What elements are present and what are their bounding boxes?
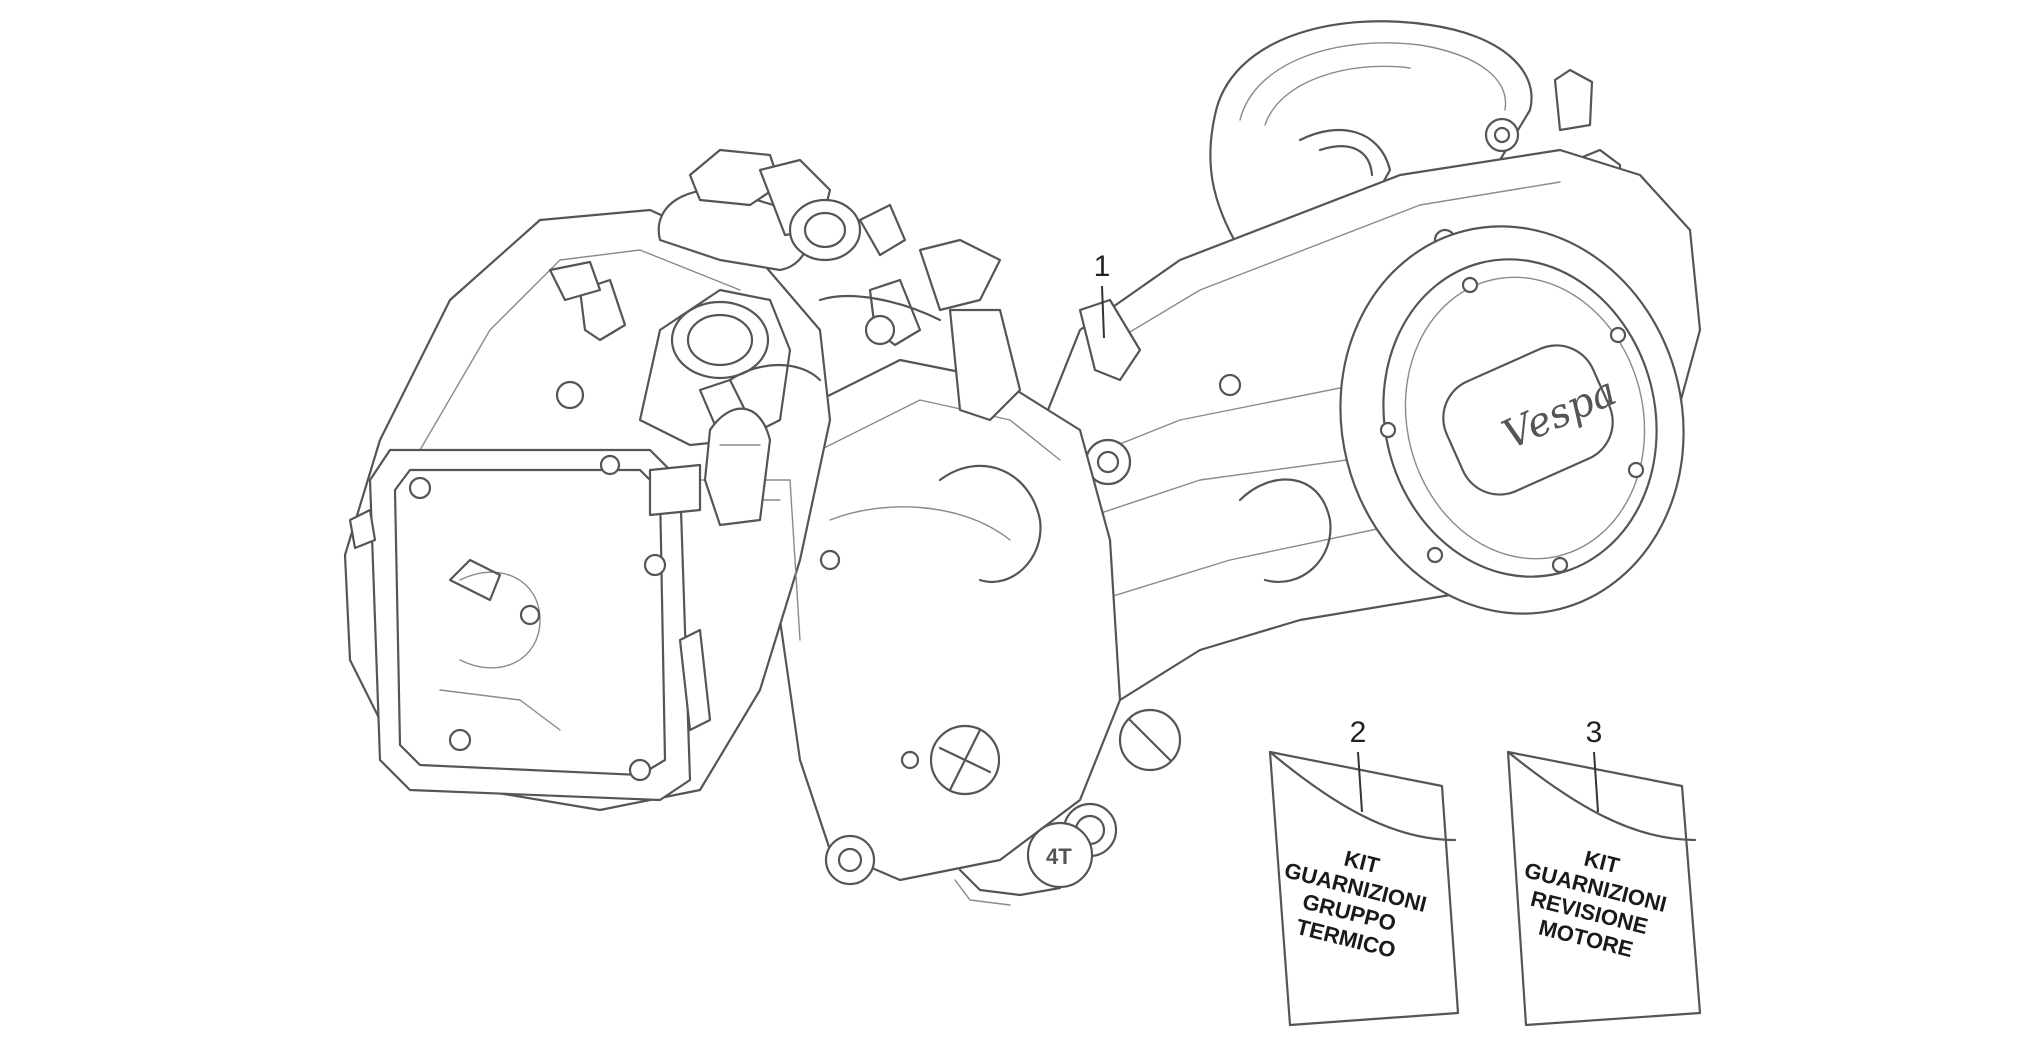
crankcase: 4T bbox=[778, 358, 1182, 906]
callout-number-2: 2 bbox=[1350, 716, 1367, 749]
callout-number-1: 1 bbox=[1094, 250, 1111, 283]
intake-assembly bbox=[548, 148, 1142, 527]
engine-assembly: Vespa 4T bbox=[343, 20, 1702, 906]
callout-leader-2 bbox=[1357, 751, 1363, 813]
engine-badge-text: 4T bbox=[1046, 844, 1072, 869]
kit-envelope-2: KIT GUARNIZIONI GRUPPO TERMICO bbox=[1268, 750, 1460, 1027]
callout-3: 3 bbox=[1586, 716, 1603, 813]
callout-number-3: 3 bbox=[1586, 716, 1603, 749]
callout-2: 2 bbox=[1350, 716, 1367, 813]
callout-1: 1 bbox=[1094, 250, 1111, 339]
callout-leader-1 bbox=[1101, 285, 1105, 339]
kit-envelope-3: KIT GUARNIZIONI REVISIONE MOTORE bbox=[1506, 750, 1702, 1027]
callout-leader-3 bbox=[1593, 751, 1599, 813]
clutch-cover: Vespa bbox=[1339, 225, 1685, 615]
